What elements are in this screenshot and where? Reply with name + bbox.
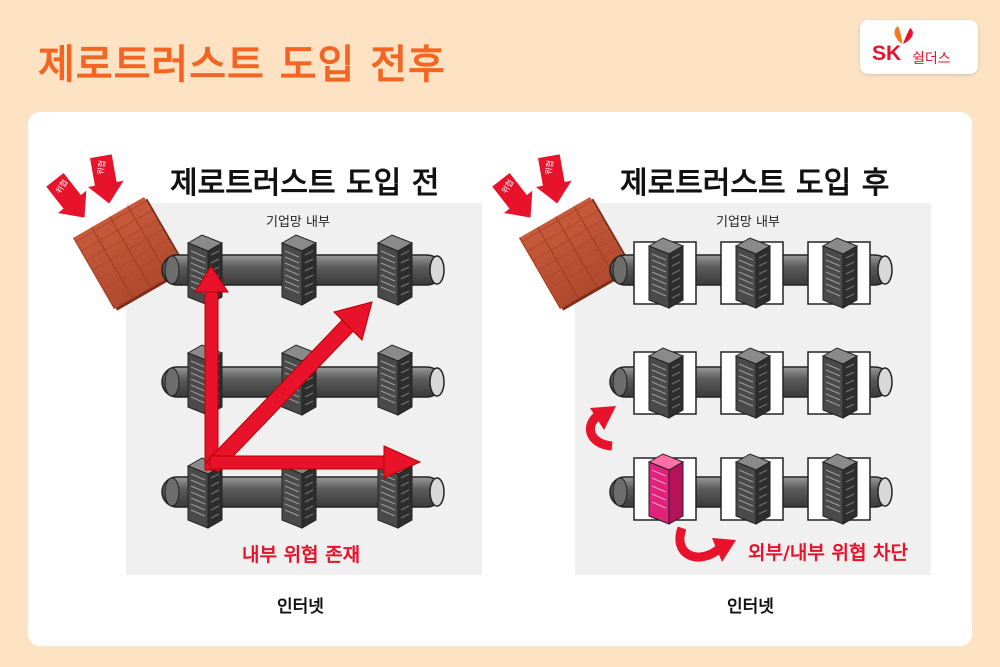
logo-name: 쉴더스 [912, 51, 951, 67]
isolated-server [720, 347, 784, 419]
isolated-server [633, 237, 697, 309]
isolated-server [807, 453, 871, 525]
server-icon [377, 344, 413, 416]
blocked-arrow [585, 406, 616, 451]
server-icon [281, 234, 317, 306]
before-caption: 내부 위협 존재 [242, 544, 361, 566]
blocked-arrow [675, 526, 736, 562]
butterfly-icon [894, 26, 913, 44]
before-zone-label: 기업망 내부 [266, 215, 330, 230]
server-icon [377, 234, 413, 306]
before-title: 제로트러스트 도입 전 [170, 166, 440, 201]
sk-shieldus-logo: SK 쉴더스 [860, 20, 978, 74]
threat-tag: 위협 [543, 159, 555, 175]
isolated-server [720, 237, 784, 309]
isolated-server [720, 453, 784, 525]
before-internet-label: 인터넷 [277, 597, 324, 617]
logo-brand: SK [872, 42, 902, 65]
isolated-server [807, 347, 871, 419]
threat-arrow-icon [486, 168, 545, 229]
page-title: 제로트러스트 도입 전후 [38, 42, 446, 88]
isolated-server [633, 347, 697, 419]
compromised-server [633, 453, 697, 525]
after-caption: 외부/내부 위협 차단 [748, 542, 909, 564]
threat-tag: 위협 [95, 159, 107, 175]
lateral-movement-arrows [194, 265, 422, 479]
after-internet-label: 인터넷 [727, 597, 774, 617]
after-zone-label: 기업망 내부 [716, 215, 780, 230]
after-title: 제로트러스트 도입 후 [620, 166, 890, 201]
isolated-server [807, 237, 871, 309]
threat-arrow-icon [40, 168, 99, 229]
